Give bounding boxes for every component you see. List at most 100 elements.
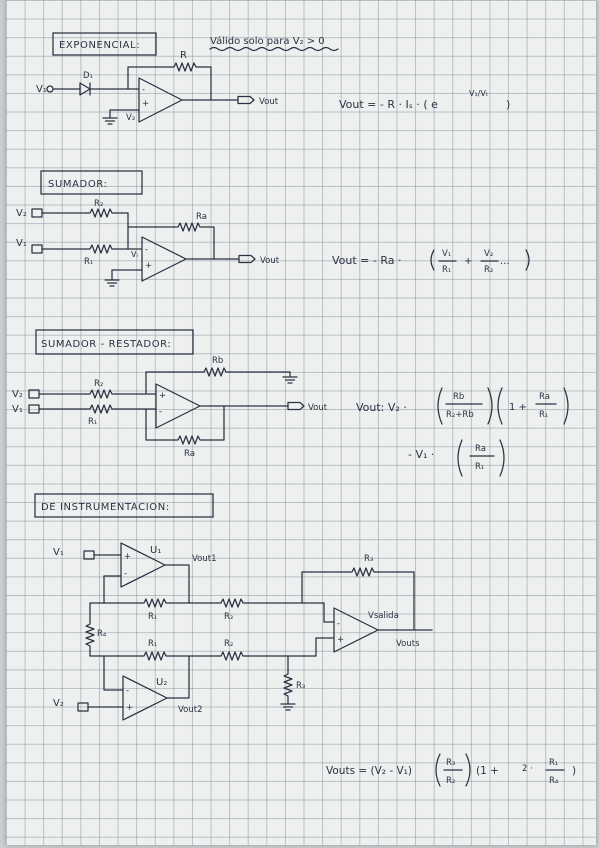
formula-n2: R₁ [549,758,558,768]
input-terminal-v2 [28,389,40,399]
formula-d1: R₂+Rb [446,410,474,420]
label-v1: V₁ [53,547,64,558]
label-vout2: Vout2 [178,705,202,715]
title-exponencial: EXPONENCIAL: [59,40,140,51]
wire [203,226,215,260]
diode-symbol [79,82,91,96]
label-v2: V₂ [16,208,27,219]
formula-paren-close [487,387,493,425]
label-u1: U₁ [150,545,161,556]
resistor-r1-bottom [139,651,171,661]
formula-n3: Ra [475,444,486,454]
wire [115,212,129,250]
label-v1: V₁ [16,238,27,249]
label-r2: R₂ [94,379,103,389]
resistor-r [169,62,201,72]
formula-one-plus: 1 + [509,402,527,413]
label-vi: Vᵢ [131,250,138,259]
resistor-r2-bottom [216,651,248,661]
wire [103,575,122,604]
label-ra: Ra [196,212,207,222]
formula-exponent: V₁/Vₜ [469,89,488,98]
label-rb: Rb [212,356,223,366]
wire [301,571,349,604]
formula-sumador-restador: Vout: V₂ · [356,401,407,414]
wire [199,66,212,101]
opamp-out-minus: - [337,619,340,629]
resistor-ra [173,222,205,232]
title-box-exponencial [52,32,157,56]
output-arrow [237,95,255,105]
opamp-output [333,607,379,653]
input-terminal-v2 [77,702,89,712]
label-vout1: Vout1 [192,554,216,564]
note-underline [209,46,339,52]
formula-sumador: Vout = - Ra · [332,254,402,267]
formula-paren-close [563,387,569,425]
wire [166,655,190,699]
title-sumador: SUMADOR: [48,179,108,190]
formula-close: ) [572,765,576,777]
wire [103,655,124,691]
section-exponencial: EXPONENCIAL: Válido solo para V₂ > 0 V₁ … [36,32,510,125]
label-r1: R₁ [84,257,93,267]
opamp-minus: - [159,407,162,417]
input-terminal-v1 [46,85,54,93]
label-v2: V₂ [12,389,23,400]
formula-d2: R₂ [484,265,493,275]
input-terminal-v1 [31,244,43,254]
opamp-plus: + [145,261,152,271]
label-ra: Ra [184,449,195,459]
resistor-r1 [85,404,117,414]
opamp-plus: + [159,391,166,401]
notebook-sheet: EXPONENCIAL: Válido solo para V₂ > 0 V₁ … [6,0,596,845]
formula-paren-open [430,249,435,271]
label-r1-top: R₁ [148,612,157,622]
formula-n2: V₂ [484,249,493,259]
resistor-ra [173,435,205,445]
label-r2: R₂ [94,199,103,209]
formula-paren-close [465,753,471,787]
wire [377,571,415,630]
opamp-plus: + [142,99,149,109]
ground [104,279,120,287]
opamp-out-plus: + [337,635,344,645]
label-r1-bottom: R₁ [148,639,157,649]
opamp-u1 [120,542,166,588]
wire [164,564,190,604]
ground [280,703,296,711]
section-sumador-restador: SUMADOR - RESTADOR: V₂ R₂ V₁ R₁ + - Rb R… [12,329,569,477]
formula-ellipsis: ... [500,256,510,267]
label-vouts: Vouts [396,639,420,649]
formula-close: ) [506,98,510,111]
title-box-sumador [40,170,143,195]
formula-paren-close [525,249,530,271]
label-r2-top: R₂ [224,612,233,622]
input-terminal-v1 [28,404,40,414]
note-exponencial: Válido solo para V₂ > 0 [210,35,325,47]
input-terminal-v1 [83,550,95,560]
formula-n1: R₃ [446,758,455,768]
formula-line2: - V₁ · [408,448,434,461]
formula-n2: Ra [539,392,550,402]
label-vout: Vout [308,403,328,413]
formula-instrumentacion: Vouts = (V₂ - V₁) [326,765,412,777]
formula-paren-open [457,439,463,477]
label-r2-bottom: R₂ [224,639,233,649]
opamp-u1-minus: - [124,569,127,579]
title-instrumentacion: DE INSTRUMENTACION: [41,502,170,513]
label-v1: V₁ [12,404,23,415]
wire [246,637,335,657]
wire [145,371,201,395]
ground [282,376,298,384]
title-box-instrumentacion [34,493,214,518]
formula-exponencial: Vout = - R · Iₛ · ( e [339,98,438,111]
formula-n1: V₁ [442,249,451,259]
label-vout: Vout [259,97,279,107]
formula-d2: R₄ [549,776,559,786]
wire [246,602,335,623]
label-r: R [180,50,187,61]
wire [203,405,225,441]
label-r3-bottom: R₃ [296,681,305,691]
wire [109,109,140,119]
